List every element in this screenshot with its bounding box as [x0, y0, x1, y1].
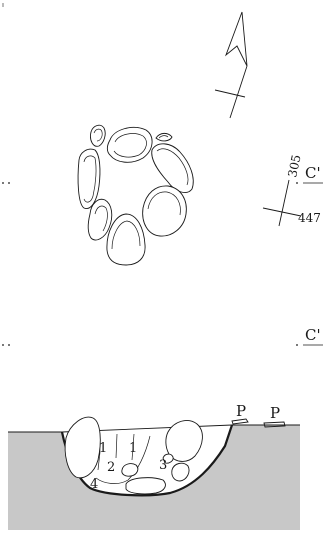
cross-section: 1 1 2 3 4 P P: [8, 402, 300, 530]
post-feature: P: [231, 402, 249, 425]
post-label: P: [270, 404, 280, 422]
layer-boundary: [95, 433, 151, 484]
section-stone: [121, 463, 139, 477]
section-stone: [125, 477, 166, 495]
layer-label: 3: [159, 458, 167, 473]
section-stone: [64, 416, 101, 479]
ground-fill: [8, 425, 300, 530]
layer-label: 2: [107, 460, 115, 475]
layer-label: 4: [90, 477, 98, 492]
post-feature: P: [263, 404, 286, 428]
layer-label: 1: [129, 441, 137, 456]
datum-cross: 305 447: [262, 153, 321, 227]
plan-stone: [77, 148, 101, 209]
plan-stone: [155, 132, 173, 142]
plan-stone: [90, 124, 106, 147]
section-marker-right-label: C': [305, 164, 321, 182]
section-stone: [165, 420, 203, 462]
plan-stone: [151, 143, 194, 193]
layer-label: 1: [99, 441, 107, 456]
plan-stone: [106, 213, 146, 266]
section-marker-right: C': [296, 164, 323, 184]
section-stone: [171, 462, 190, 482]
section-marker-left: [2, 182, 10, 184]
plan-stone: [142, 185, 187, 237]
stone-circle-plan: [77, 124, 194, 266]
section-line-markers: C': [2, 326, 323, 346]
post-label: P: [236, 402, 246, 420]
section-stone: [162, 453, 174, 464]
plan-stone: [87, 198, 113, 241]
elevation-upper-label: 305: [285, 153, 303, 178]
plan-stone: [106, 127, 153, 163]
section-line-right-label: C': [305, 326, 321, 344]
north-arrow-icon: [214, 11, 248, 119]
ground-surface-line: [8, 424, 300, 433]
elevation-lower-label: 447: [298, 211, 321, 225]
